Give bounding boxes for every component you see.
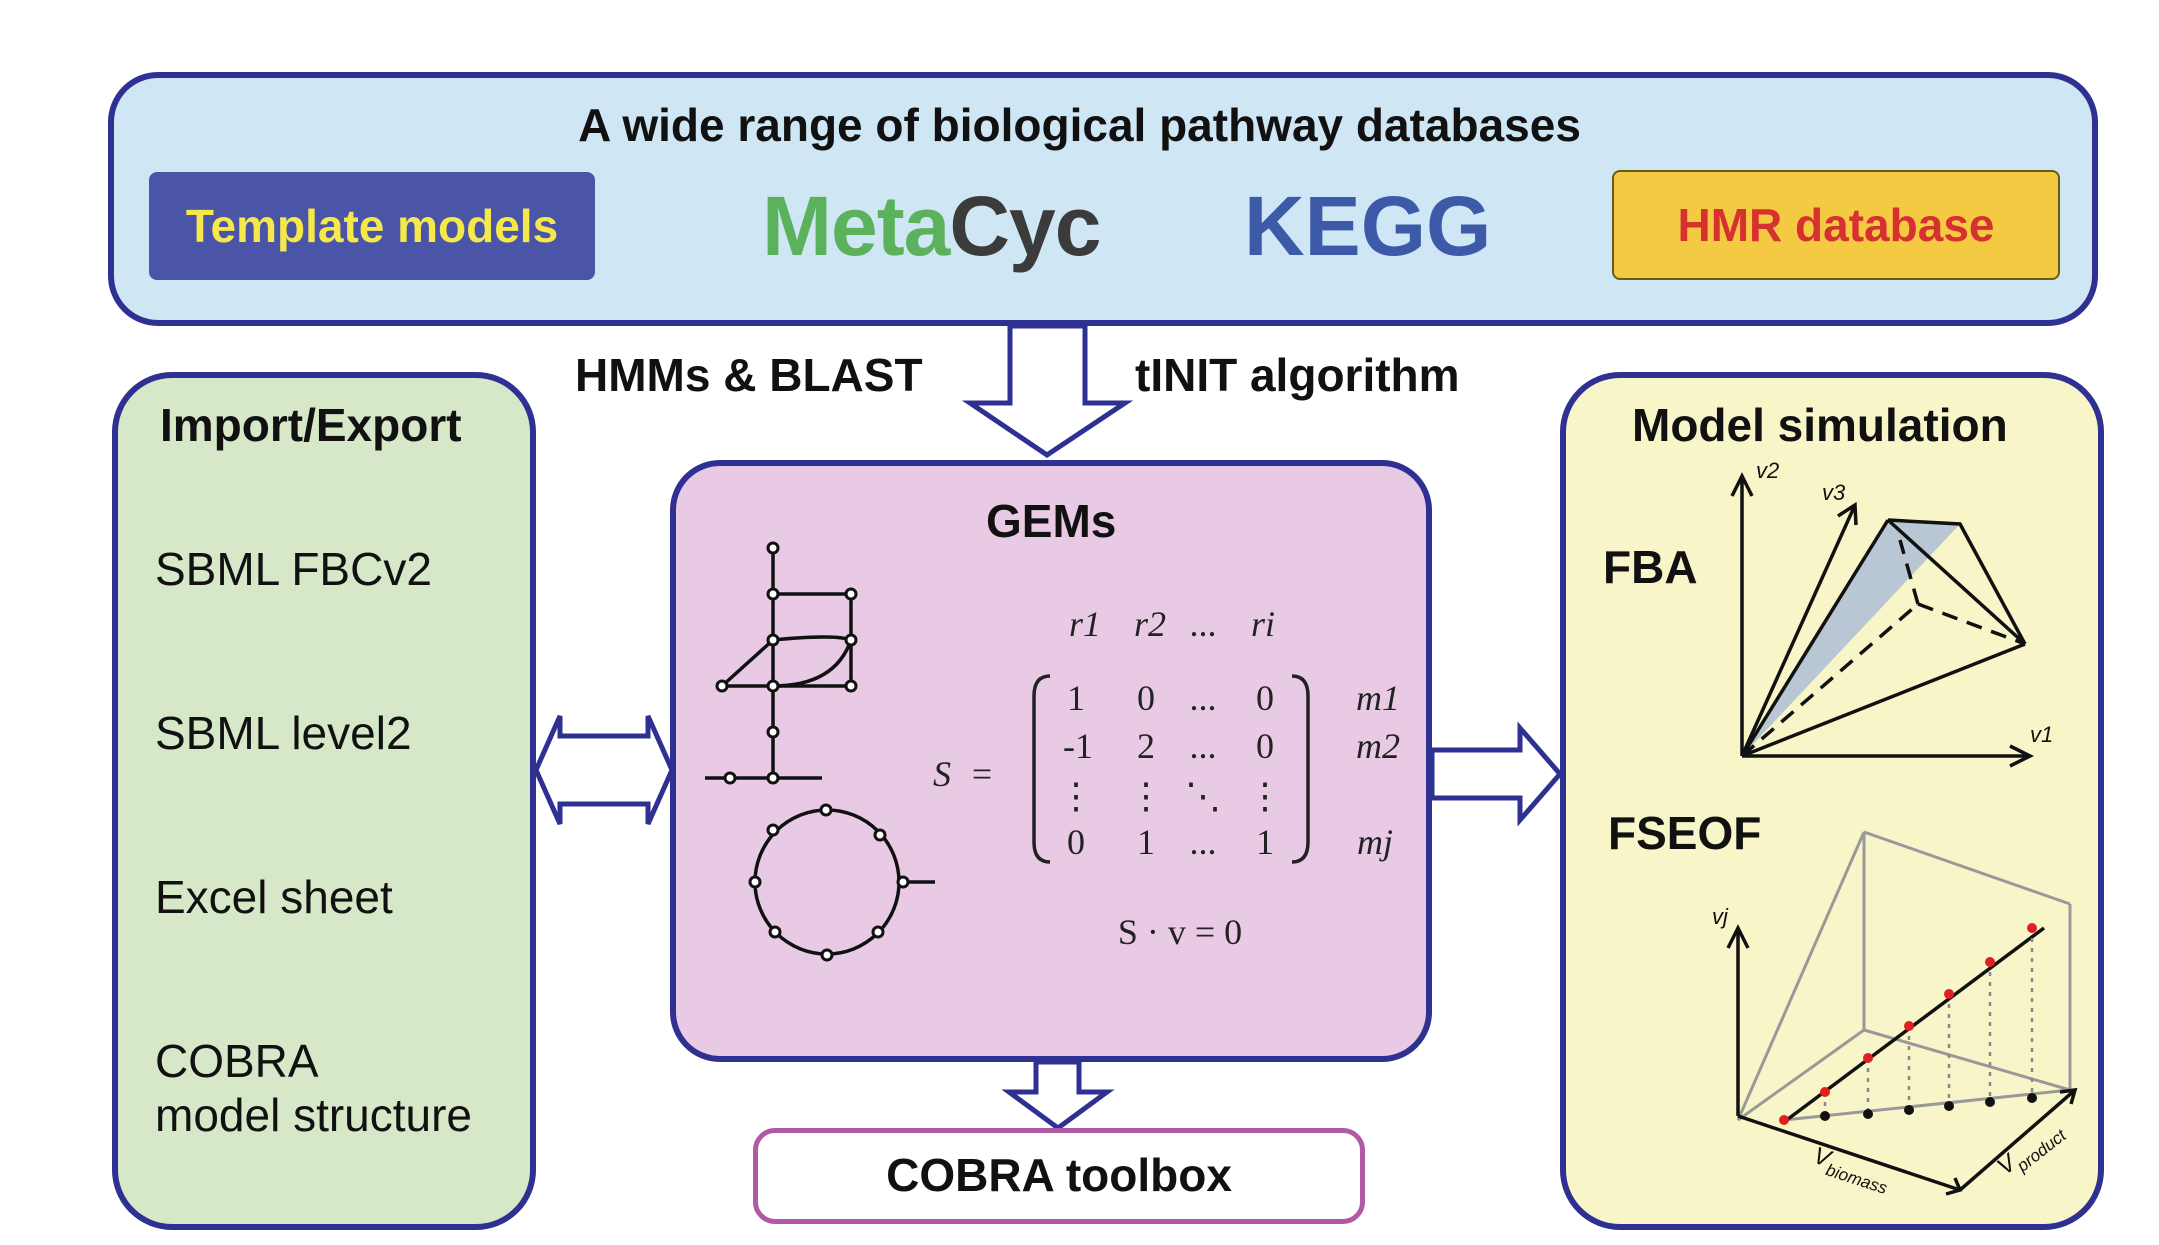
import-item-excel-sheet: Excel sheet xyxy=(155,871,393,923)
import-export-title: Import/Export xyxy=(160,399,462,451)
cell-1-1: 2 xyxy=(1137,726,1155,766)
import-item-sbml-fbcv2: SBML FBCv2 xyxy=(155,543,432,595)
cell-2-0: ⋮ xyxy=(1058,776,1094,816)
matrix-equals: = xyxy=(972,754,992,794)
cell-0-0: 1 xyxy=(1067,678,1085,718)
col-header-r2: r2 xyxy=(1134,604,1166,644)
databases-title: A wide range of biological pathway datab… xyxy=(578,99,1581,151)
matrix-left-bracket xyxy=(1032,674,1051,864)
down-arrow-to-gems xyxy=(961,323,1134,459)
fseof-axis-product: product xyxy=(2013,1125,2071,1176)
fseof-axis-vj: vj xyxy=(1712,904,1729,929)
cell-1-3: 0 xyxy=(1256,726,1274,766)
import-item-model-structure: model structure xyxy=(155,1089,473,1141)
row-label-m2: m2 xyxy=(1356,726,1400,766)
matrix-symbol: S xyxy=(933,754,951,794)
tinit-algorithm-label: tINIT algorithm xyxy=(1135,349,1460,401)
row-label-mj: mj xyxy=(1357,822,1393,862)
cell-0-1: 0 xyxy=(1137,678,1155,718)
import-item-sbml-level2: SBML level2 xyxy=(155,707,412,759)
fba-axis-v2: v2 xyxy=(1756,458,1779,483)
fba-label: FBA xyxy=(1603,541,1698,593)
metacyc-logo: MetaCyc xyxy=(762,179,1102,273)
cell-2-1: ⋮ xyxy=(1128,776,1164,816)
matrix-right-bracket xyxy=(1291,674,1310,864)
hmms-blast-label: HMMs & BLAST xyxy=(575,349,923,401)
fseof-label: FSEOF xyxy=(1608,807,1762,859)
cell-1-2: ... xyxy=(1190,726,1217,766)
row-label-m1: m1 xyxy=(1356,678,1400,718)
col-header-ri: ri xyxy=(1251,604,1275,644)
fba-axis-v1: v1 xyxy=(2030,722,2053,747)
cobra-toolbox-box xyxy=(753,1128,1365,1224)
col-header-ellipsis: ... xyxy=(1190,604,1217,644)
fseof-axis-biomass: biomass xyxy=(1824,1160,1891,1198)
cobra-toolbox-label: COBRA toolbox xyxy=(886,1149,1232,1201)
template-models-label: Template models xyxy=(185,200,559,252)
mass-balance-equation: S · v = 0 xyxy=(1118,912,1242,952)
fba-axis-v3: v3 xyxy=(1822,480,1846,505)
down-arrow-to-cobra xyxy=(1001,1059,1115,1132)
template-models-badge: Template models xyxy=(149,172,595,280)
cell-3-3: 1 xyxy=(1256,822,1274,862)
hmr-database-label: HMR database xyxy=(1677,199,1995,251)
col-header-r1: r1 xyxy=(1069,604,1101,644)
gems-title: GEMs xyxy=(986,495,1117,547)
hmr-database-badge: HMR database xyxy=(1612,170,2060,280)
cell-0-2: ... xyxy=(1190,678,1217,718)
import-export-panel xyxy=(112,372,536,1230)
cell-2-3: ⋮ xyxy=(1247,776,1283,816)
cell-3-2: ... xyxy=(1190,822,1217,862)
cell-0-3: 0 xyxy=(1256,678,1274,718)
model-simulation-title: Model simulation xyxy=(1632,399,2008,451)
import-item-cobra: COBRA xyxy=(155,1035,319,1087)
cell-3-0: 0 xyxy=(1067,822,1085,862)
kegg-logo: KEGG xyxy=(1244,179,1492,273)
cell-3-1: 1 xyxy=(1137,822,1155,862)
arrow-gems-to-simulation xyxy=(1429,721,1564,827)
gems-panel xyxy=(670,460,1432,1062)
cell-2-2: ⋱ xyxy=(1185,776,1221,816)
cell-1-0: -1 xyxy=(1063,726,1093,766)
